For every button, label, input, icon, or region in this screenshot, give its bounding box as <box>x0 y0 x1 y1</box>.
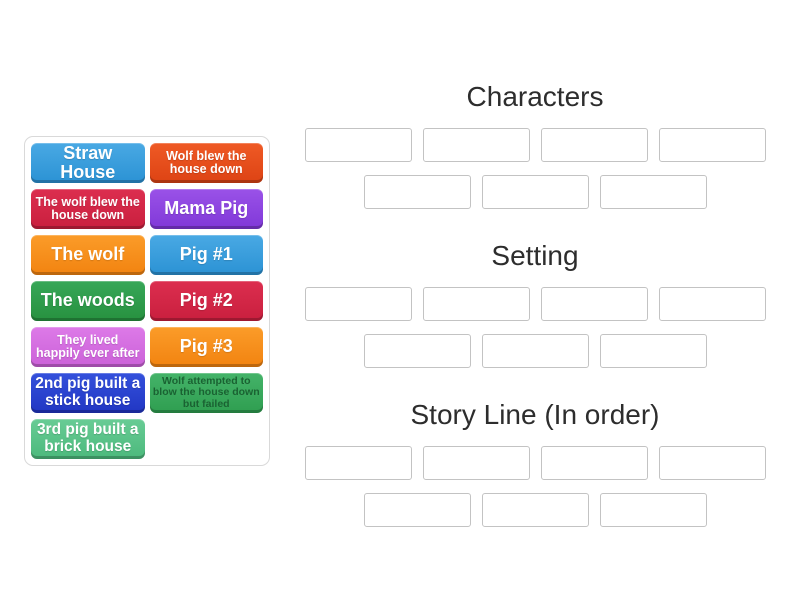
tile-label: The wolf blew the house down <box>35 194 140 222</box>
slots-story-line-in-order <box>300 446 770 527</box>
drop-slot[interactable] <box>304 287 412 321</box>
tile-label: Mama Pig <box>164 198 249 219</box>
tile-label: The woods <box>40 290 135 311</box>
drop-slot[interactable] <box>363 493 471 527</box>
tile-label: The wolf <box>51 244 125 265</box>
drop-slot[interactable] <box>481 493 589 527</box>
tile-label: Wolf attempted to blow the house down bu… <box>152 375 260 410</box>
drop-slot[interactable] <box>481 175 589 209</box>
tile-label: 2nd pig built a stick house <box>35 375 141 409</box>
drop-slot[interactable] <box>422 128 530 162</box>
tile-wolf-blew-the-house-down[interactable]: Wolf blew the house down <box>149 143 263 183</box>
tile-straw-house[interactable]: Straw House <box>31 143 145 183</box>
drop-slot[interactable] <box>658 128 766 162</box>
group-story-line-in-order: Story Line (In order) <box>300 398 770 527</box>
group-title-story-line-in-order: Story Line (In order) <box>410 399 660 430</box>
tile-wolf-attempted-to-blow-the-house-down-but-failed[interactable]: Wolf attempted to blow the house down bu… <box>149 373 263 413</box>
drop-slot[interactable] <box>540 446 648 480</box>
tile-pig-1[interactable]: Pig #1 <box>149 235 263 275</box>
drop-slot[interactable] <box>599 175 707 209</box>
group-title-characters: Characters <box>466 81 604 112</box>
tile-mama-pig[interactable]: Mama Pig <box>149 189 263 229</box>
drop-slot[interactable] <box>422 446 530 480</box>
tile-label: Pig #2 <box>179 290 233 311</box>
tile-label: Pig #1 <box>179 244 233 265</box>
tile-label: Pig #3 <box>179 336 233 357</box>
tile-label: Wolf blew the house down <box>166 148 247 176</box>
drop-slot[interactable] <box>481 334 589 368</box>
drop-slot[interactable] <box>363 334 471 368</box>
tile-2nd-pig-built-a-stick-house[interactable]: 2nd pig built a stick house <box>31 373 145 413</box>
group-setting: Setting <box>300 239 770 368</box>
drop-slot[interactable] <box>540 128 648 162</box>
tile-the-wolf-blew-the-house-down[interactable]: The wolf blew the house down <box>31 189 145 229</box>
drop-slot[interactable] <box>540 287 648 321</box>
tile-label: They lived happily ever after <box>35 332 140 360</box>
drop-slot[interactable] <box>422 287 530 321</box>
tile-the-woods[interactable]: The woods <box>31 281 145 321</box>
drop-slot[interactable] <box>658 446 766 480</box>
drop-slot[interactable] <box>599 334 707 368</box>
tile-3rd-pig-built-a-brick-house[interactable]: 3rd pig built a brick house <box>31 419 145 459</box>
drop-slot[interactable] <box>658 287 766 321</box>
drop-slot[interactable] <box>363 175 471 209</box>
slots-setting <box>300 287 770 368</box>
tile-pig-2[interactable]: Pig #2 <box>149 281 263 321</box>
tile-label: 3rd pig built a brick house <box>36 421 139 455</box>
tile-pig-3[interactable]: Pig #3 <box>149 327 263 367</box>
drop-slot[interactable] <box>304 128 412 162</box>
drop-slot[interactable] <box>304 446 412 480</box>
tile-they-lived-happily-ever-after[interactable]: They lived happily ever after <box>31 327 145 367</box>
tile-the-wolf[interactable]: The wolf <box>31 235 145 275</box>
slots-characters <box>300 128 770 209</box>
tile-label: Straw House <box>60 142 116 182</box>
group-title-setting: Setting <box>491 240 579 271</box>
group-characters: Characters <box>300 80 770 209</box>
drop-slot[interactable] <box>599 493 707 527</box>
